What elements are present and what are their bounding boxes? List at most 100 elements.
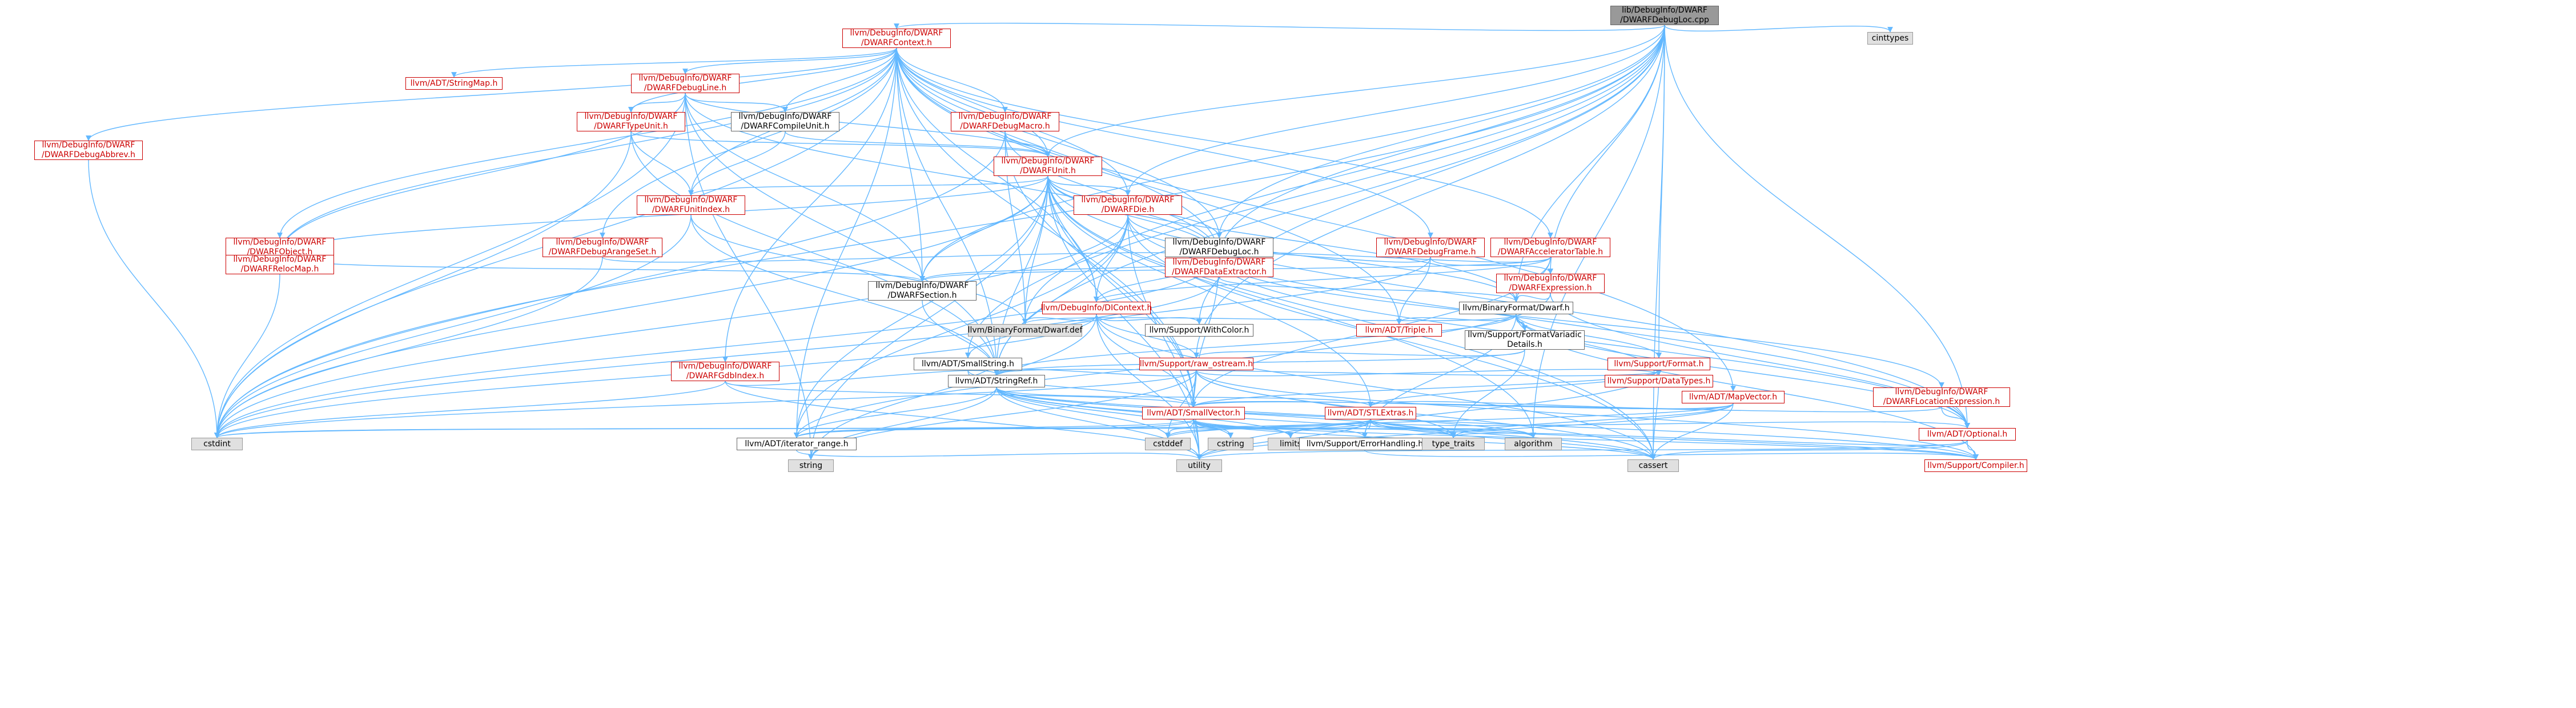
graph-node-relocmap[interactable]: llvm/DebugInfo/DWARF/DWARFRelocMap.h — [226, 255, 334, 274]
dependency-edge — [1516, 314, 1979, 460]
graph-node-aranges[interactable]: llvm/DebugInfo/DWARF/DWARFDebugArangeSet… — [542, 238, 662, 257]
dependency-edge — [1196, 440, 1968, 460]
graph-node-string[interactable]: string — [788, 459, 834, 472]
graph-node-cassert[interactable]: cassert — [1627, 459, 1679, 472]
dependency-edge — [794, 175, 1048, 438]
node-label-line: /DWARFLocationExpression.h — [1883, 397, 2000, 406]
dependency-edge — [896, 47, 1222, 238]
node-label-line: llvm/DebugInfo/DWARF — [1504, 274, 1597, 283]
graph-node-cinttypes[interactable]: cinttypes — [1867, 32, 1913, 45]
graph-node-withcolor[interactable]: llvm/Support/WithColor.h — [1145, 324, 1253, 337]
node-label-line: /DWARFDebugLoc.h — [1179, 247, 1259, 257]
graph-node-dataextractor[interactable]: llvm/DebugInfo/DWARF/DWARFDataExtractor.… — [1165, 258, 1273, 277]
graph-node-rawostream[interactable]: llvm/Support/raw_ostream.h — [1139, 358, 1253, 370]
dependency-edge — [214, 131, 1006, 438]
dependency-edge — [1022, 25, 1665, 325]
node-label-line: string — [799, 461, 823, 470]
graph-node-mapvector[interactable]: llvm/ADT/MapVector.h — [1682, 391, 1785, 403]
dependency-edge — [1022, 175, 1048, 325]
graph-node-utility[interactable]: utility — [1176, 459, 1222, 472]
dependency-edge — [214, 419, 1371, 438]
dependency-edge — [725, 381, 1196, 407]
dependency-edge — [1191, 401, 1734, 410]
node-label-line: /DWARFDebugMacro.h — [960, 122, 1050, 131]
graph-node-unitindex[interactable]: llvm/DebugInfo/DWARF/DWARFUnitIndex.h — [637, 195, 745, 215]
dependency-edge — [630, 131, 999, 375]
graph-node-dwarfdef[interactable]: llvm/BinaryFormat/Dwarf.def — [968, 324, 1082, 337]
graph-node-cstring[interactable]: cstring — [1208, 438, 1253, 450]
dependency-edge — [1219, 257, 1944, 388]
dependency-edge — [685, 93, 1222, 258]
dependency-edge — [996, 387, 1536, 438]
graph-node-datatypes[interactable]: llvm/Support/DataTypes.h — [1605, 375, 1713, 387]
edges-layer — [86, 22, 1979, 460]
graph-node-object[interactable]: llvm/DebugInfo/DWARF/DWARFObject.h — [226, 238, 334, 257]
node-label-line: llvm/BinaryFormat/Dwarf.def — [967, 325, 1083, 335]
graph-node-stringmap[interactable]: llvm/ADT/StringMap.h — [405, 77, 503, 90]
graph-node-triple[interactable]: llvm/ADT/Triple.h — [1356, 324, 1442, 337]
graph-node-typetraits[interactable]: type_traits — [1422, 438, 1485, 450]
graph-node-die[interactable]: llvm/DebugInfo/DWARF/DWARFDie.h — [1074, 195, 1182, 215]
graph-node-acceltable[interactable]: llvm/DebugInfo/DWARF/DWARFAcceleratorTab… — [1490, 238, 1610, 257]
graph-node-expression[interactable]: llvm/DebugInfo/DWARF/DWARFExpression.h — [1496, 274, 1605, 293]
graph-node-gdbindex[interactable]: llvm/DebugInfo/DWARF/DWARFGdbIndex.h — [671, 362, 779, 381]
graph-node-iterrange[interactable]: llvm/ADT/iterator_range.h — [737, 438, 857, 450]
graph-node-locexpr[interactable]: llvm/DebugInfo/DWARF/DWARFLocationExpres… — [1873, 387, 2010, 407]
dependency-edge — [277, 47, 897, 255]
graph-node-smallstring[interactable]: llvm/ADT/SmallString.h — [914, 358, 1022, 370]
node-label-line: Details.h — [1507, 340, 1542, 349]
dependency-edge — [214, 277, 1220, 438]
node-label-line: /DWARFDataExtractor.h — [1172, 267, 1267, 277]
node-label-line: cstddef — [1153, 439, 1183, 449]
dependency-edge — [1530, 25, 1665, 438]
node-label-line: llvm/ADT/STLExtras.h — [1327, 408, 1414, 418]
node-label-line: llvm/Support/FormatVariadic — [1468, 330, 1582, 339]
graph-node-unit[interactable]: llvm/DebugInfo/DWARF/DWARFUnit.h — [994, 157, 1102, 176]
graph-node-stringref[interactable]: llvm/ADT/StringRef.h — [948, 375, 1045, 387]
graph-node-debugmacro[interactable]: llvm/DebugInfo/DWARF/DWARFDebugMacro.h — [951, 112, 1059, 131]
graph-node-debugabbrev[interactable]: llvm/DebugInfo/DWARF/DWARFDebugAbbrev.h — [34, 141, 143, 160]
node-label-line: algorithm — [1514, 439, 1553, 449]
graph-node-format[interactable]: llvm/Support/Format.h — [1608, 358, 1710, 370]
graph-node-algorithm[interactable]: algorithm — [1505, 438, 1562, 450]
dependency-edge — [277, 175, 1048, 255]
node-label-line: /DWARFDebugLine.h — [644, 83, 727, 93]
graph-node-debugline[interactable]: llvm/DebugInfo/DWARF/DWARFDebugLine.h — [631, 74, 740, 93]
node-label-line: llvm/BinaryFormat/Dwarf.h — [1462, 303, 1570, 313]
dependency-edge — [1047, 175, 1536, 438]
node-label-line: /DWARFGdbIndex.h — [686, 371, 765, 381]
node-label-line: cstring — [1217, 439, 1244, 449]
dependency-edge — [794, 214, 1128, 438]
dependency-edge — [1650, 440, 1968, 460]
dependency-edge — [722, 47, 897, 362]
graph-node-cstddef[interactable]: cstddef — [1145, 438, 1191, 450]
dependency-edge — [1045, 25, 1665, 157]
graph-node-optional[interactable]: llvm/ADT/Optional.h — [1919, 428, 2016, 441]
graph-node-errorhandling[interactable]: llvm/Support/ErrorHandling.h — [1299, 438, 1430, 450]
node-label-line: cstdint — [203, 439, 231, 449]
graph-node-debugframe[interactable]: llvm/DebugInfo/DWARF/DWARFDebugFrame.h — [1376, 238, 1485, 257]
graph-node-smallvector[interactable]: llvm/ADT/SmallVector.h — [1142, 407, 1245, 419]
node-label-line: llvm/ADT/Optional.h — [1927, 429, 2008, 439]
graph-node-debugloc[interactable]: llvm/DebugInfo/DWARF/DWARFDebugLoc.h — [1165, 238, 1273, 257]
graph-node-cstdint[interactable]: cstdint — [191, 438, 243, 450]
node-label-line: /DWARFRelocMap.h — [240, 265, 319, 274]
dependency-edge — [1548, 25, 1665, 274]
graph-node-root[interactable]: lib/DebugInfo/DWARF/DWARFDebugLoc.cpp — [1610, 6, 1719, 25]
dependency-edge — [1362, 419, 1371, 438]
dependency-edge — [214, 314, 1097, 438]
graph-node-dwarfh[interactable]: llvm/BinaryFormat/Dwarf.h — [1459, 302, 1573, 314]
dependency-edge — [600, 47, 897, 238]
graph-node-compiler[interactable]: llvm/Support/Compiler.h — [1924, 459, 2027, 472]
graph-node-typeunit[interactable]: llvm/DebugInfo/DWARF/DWARFTypeUnit.h — [577, 112, 685, 131]
node-label-line: llvm/DebugInfo/DWARF — [584, 112, 678, 121]
dependency-edge — [685, 93, 925, 282]
graph-node-stlextras[interactable]: llvm/ADT/STLExtras.h — [1325, 407, 1416, 419]
graph-node-compileunit[interactable]: llvm/DebugInfo/DWARF/DWARFCompileUnit.h — [731, 112, 839, 131]
node-label-line: lib/DebugInfo/DWARF — [1622, 6, 1707, 15]
graph-node-ctx[interactable]: llvm/DebugInfo/DWARF/DWARFContext.h — [842, 29, 951, 48]
graph-node-section[interactable]: llvm/DebugInfo/DWARF/DWARFSection.h — [868, 281, 976, 301]
dependency-edge — [965, 25, 1665, 358]
graph-node-dicontext[interactable]: llvm/DebugInfo/DIContext.h — [1041, 302, 1152, 314]
